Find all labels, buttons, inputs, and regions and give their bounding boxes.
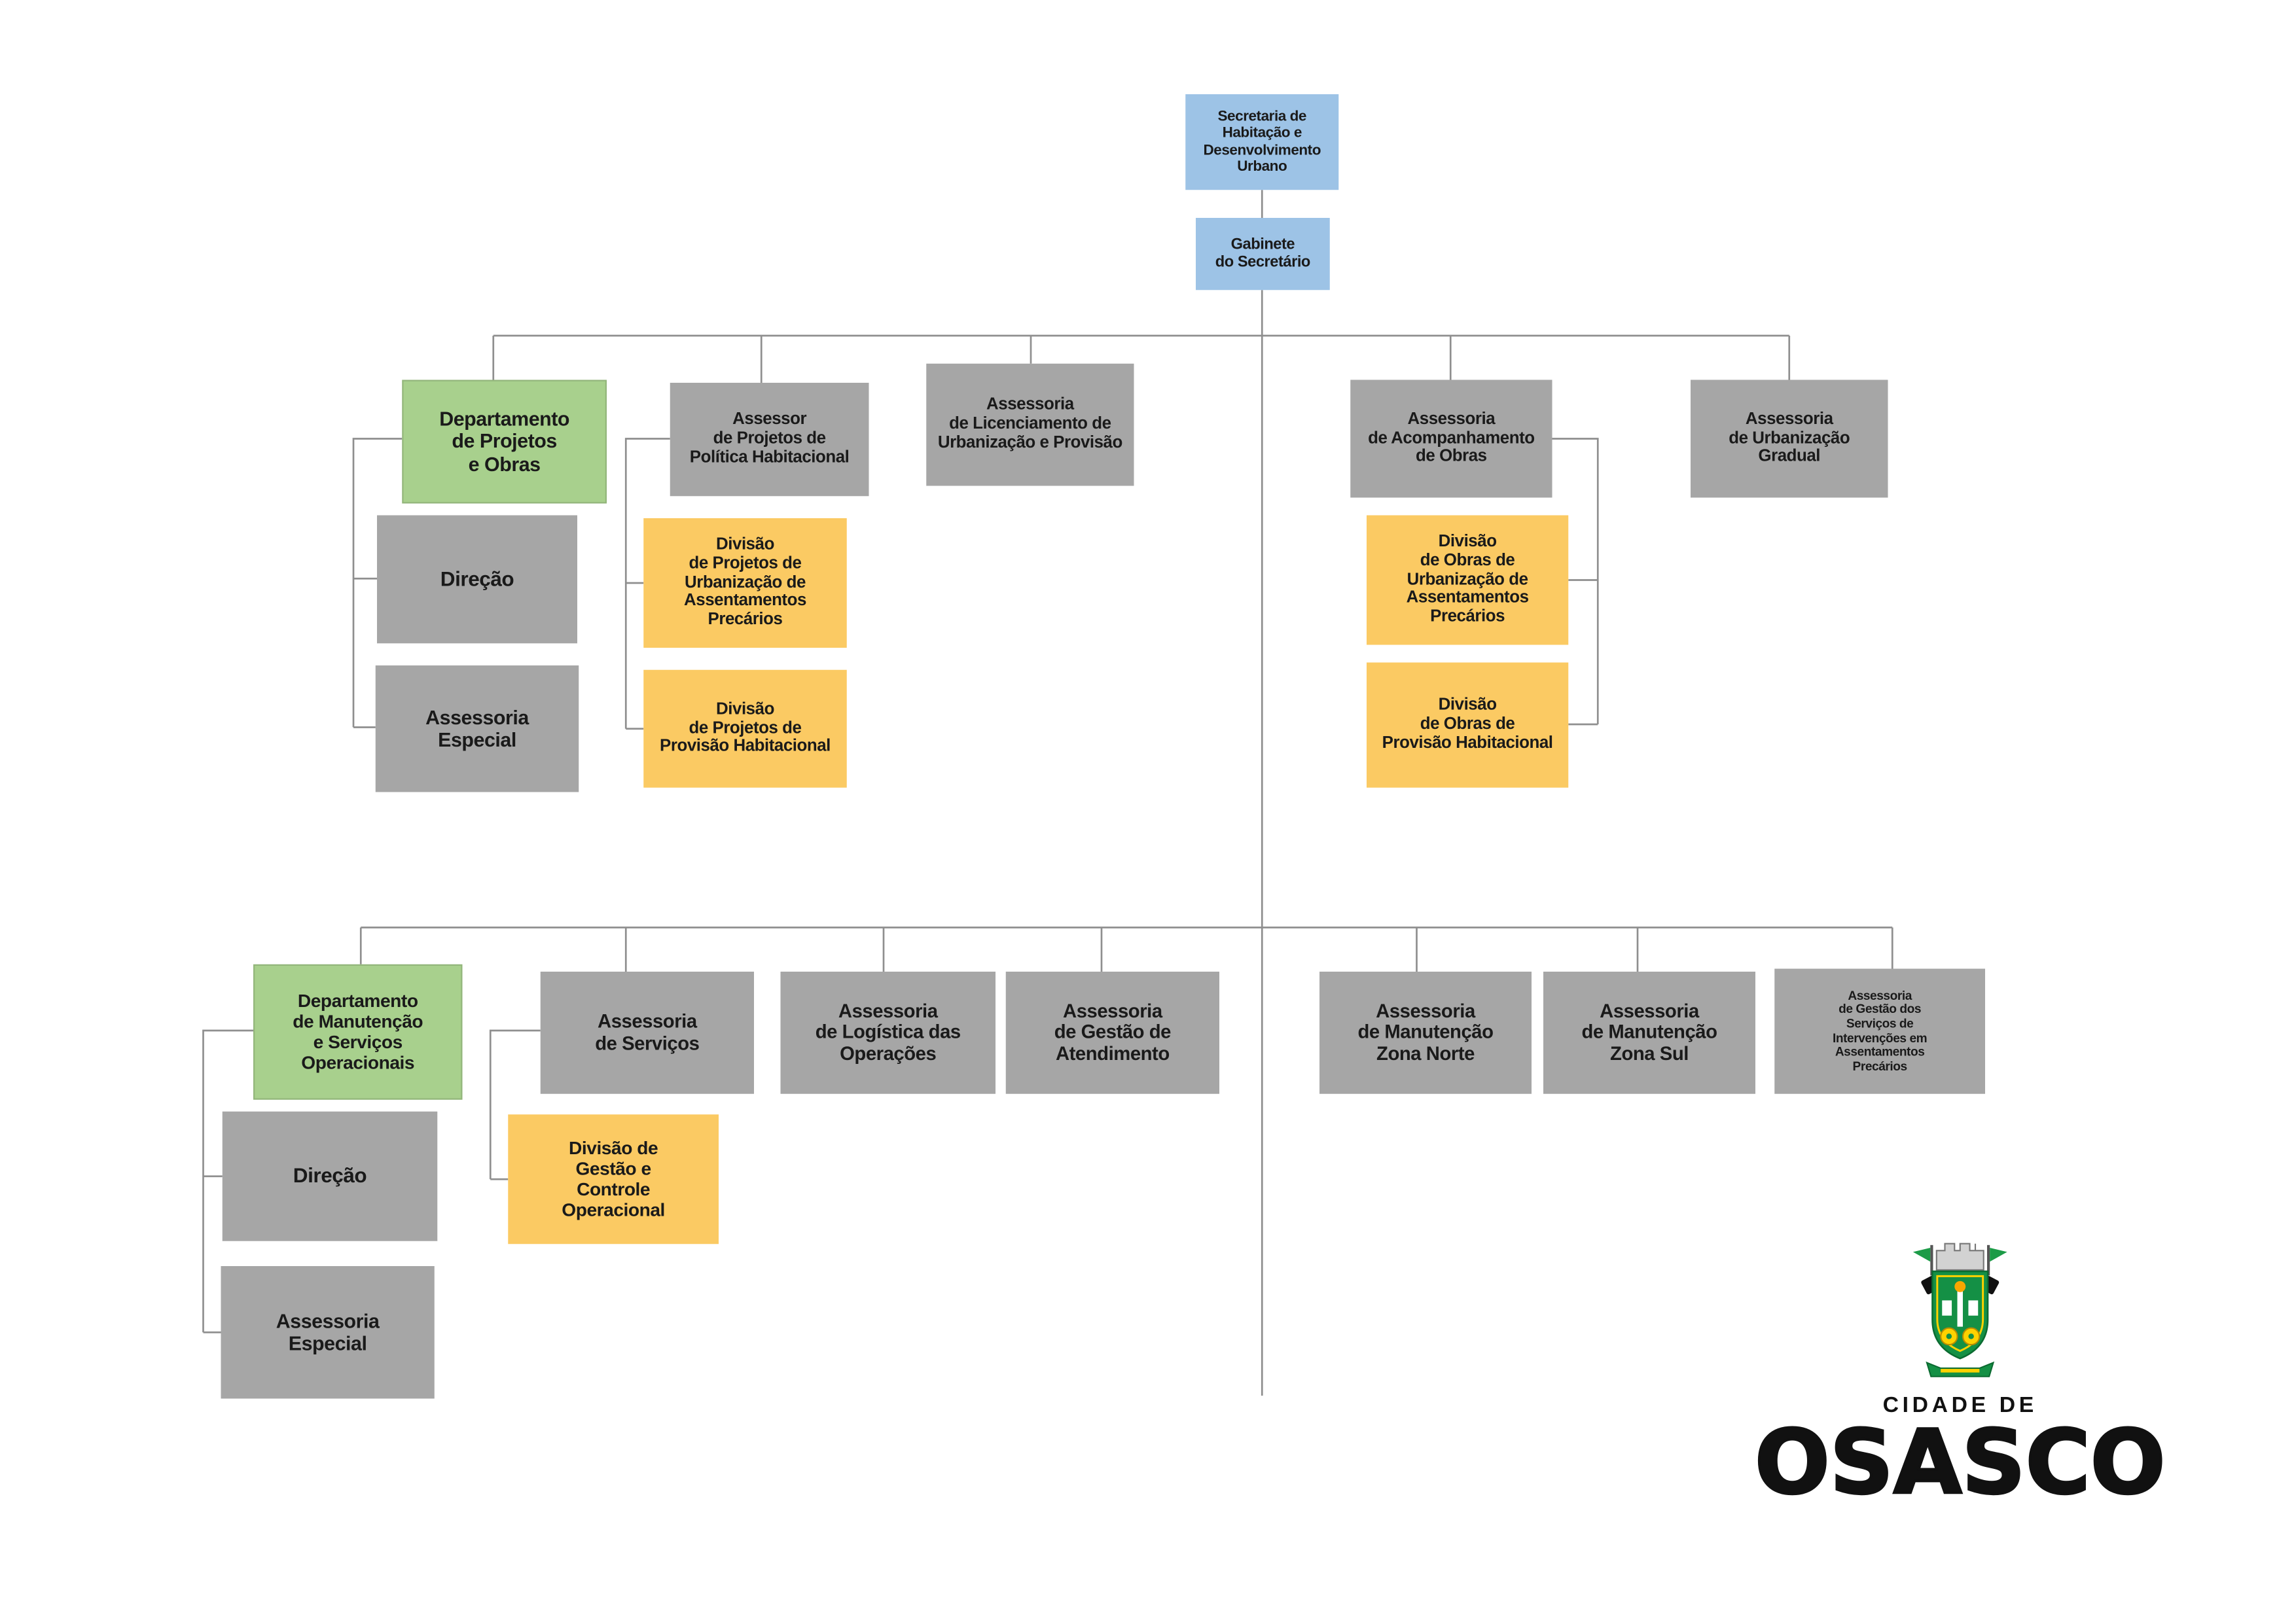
city-name: OSASCO xyxy=(1753,1411,2166,1516)
org-node-assessoria-especial-projetos: Assessoria Especial xyxy=(375,665,579,792)
org-node-departamento-manutencao: Departamento de Manutenção e Serviços Op… xyxy=(253,964,463,1100)
org-node-assessoria-servicos: Assessoria de Serviços xyxy=(540,972,754,1094)
org-node-divisao-gestao-controle: Divisão de Gestão e Controle Operacional xyxy=(508,1114,719,1244)
connector-assessor-projetos-bracket xyxy=(624,438,670,730)
connector-acompanhamento-bracket xyxy=(1552,438,1599,726)
org-node-assessoria-especial-manutencao: Assessoria Especial xyxy=(221,1266,435,1399)
org-node-divisao-projetos-urbanizacao: Divisão de Projetos de Urbanização de As… xyxy=(643,518,847,648)
org-node-assessoria-logistica: Assessoria de Logística das Operações xyxy=(780,972,996,1094)
org-node-assessoria-manutencao-zona-norte: Assessoria de Manutenção Zona Norte xyxy=(1319,972,1532,1094)
connector-lower-rail xyxy=(359,927,1893,972)
org-node-assessoria-licenciamento: Assessoria de Licenciamento de Urbanizaç… xyxy=(926,363,1134,486)
org-node-secretaria: Secretaria de Habitação e Desenvolviment… xyxy=(1185,94,1339,190)
connector-dep-manutencao-bracket xyxy=(202,1029,253,1333)
connector-upper-rail xyxy=(492,334,1791,383)
osasco-coat-of-arms-icon xyxy=(1912,1243,2007,1377)
org-node-departamento-projetos-obras: Departamento de Projetos e Obras xyxy=(402,380,607,504)
connector-ass-servicos-bracket xyxy=(489,1029,541,1180)
org-node-assessoria-urbanizacao-gradual: Assessoria de Urbanização Gradual xyxy=(1691,380,1888,498)
org-node-direcao-projetos: Direção xyxy=(377,515,577,644)
org-node-assessoria-acompanhamento-obras: Assessoria de Acompanhamento de Obras xyxy=(1350,380,1552,498)
org-node-divisao-projetos-provisao: Divisão de Projetos de Provisão Habitaci… xyxy=(643,669,847,788)
org-node-assessoria-gestao-atendimento: Assessoria de Gestão de Atendimento xyxy=(1005,972,1219,1094)
connector-dep-projetos-bracket xyxy=(352,438,403,728)
osasco-logo: CIDADE DE OSASCO xyxy=(1753,1234,2168,1516)
org-node-assessoria-gestao-servicos-intervencoes: Assessoria de Gestão dos Serviços de Int… xyxy=(1774,968,1985,1094)
org-node-direcao-manutencao: Direção xyxy=(222,1111,438,1241)
city-label: CIDADE DE xyxy=(1882,1392,2037,1418)
org-node-gabinete: Gabinete do Secretário xyxy=(1196,218,1330,291)
org-node-divisao-obras-urbanizacao: Divisão de Obras de Urbanização de Assen… xyxy=(1367,515,1569,645)
org-node-assessoria-manutencao-zona-sul: Assessoria de Manutenção Zona Sul xyxy=(1543,972,1755,1094)
org-node-assessor-projetos-politica: Assessor de Projetos de Política Habitac… xyxy=(670,383,869,497)
org-node-divisao-obras-provisao: Divisão de Obras de Provisão Habitaciona… xyxy=(1367,662,1569,788)
